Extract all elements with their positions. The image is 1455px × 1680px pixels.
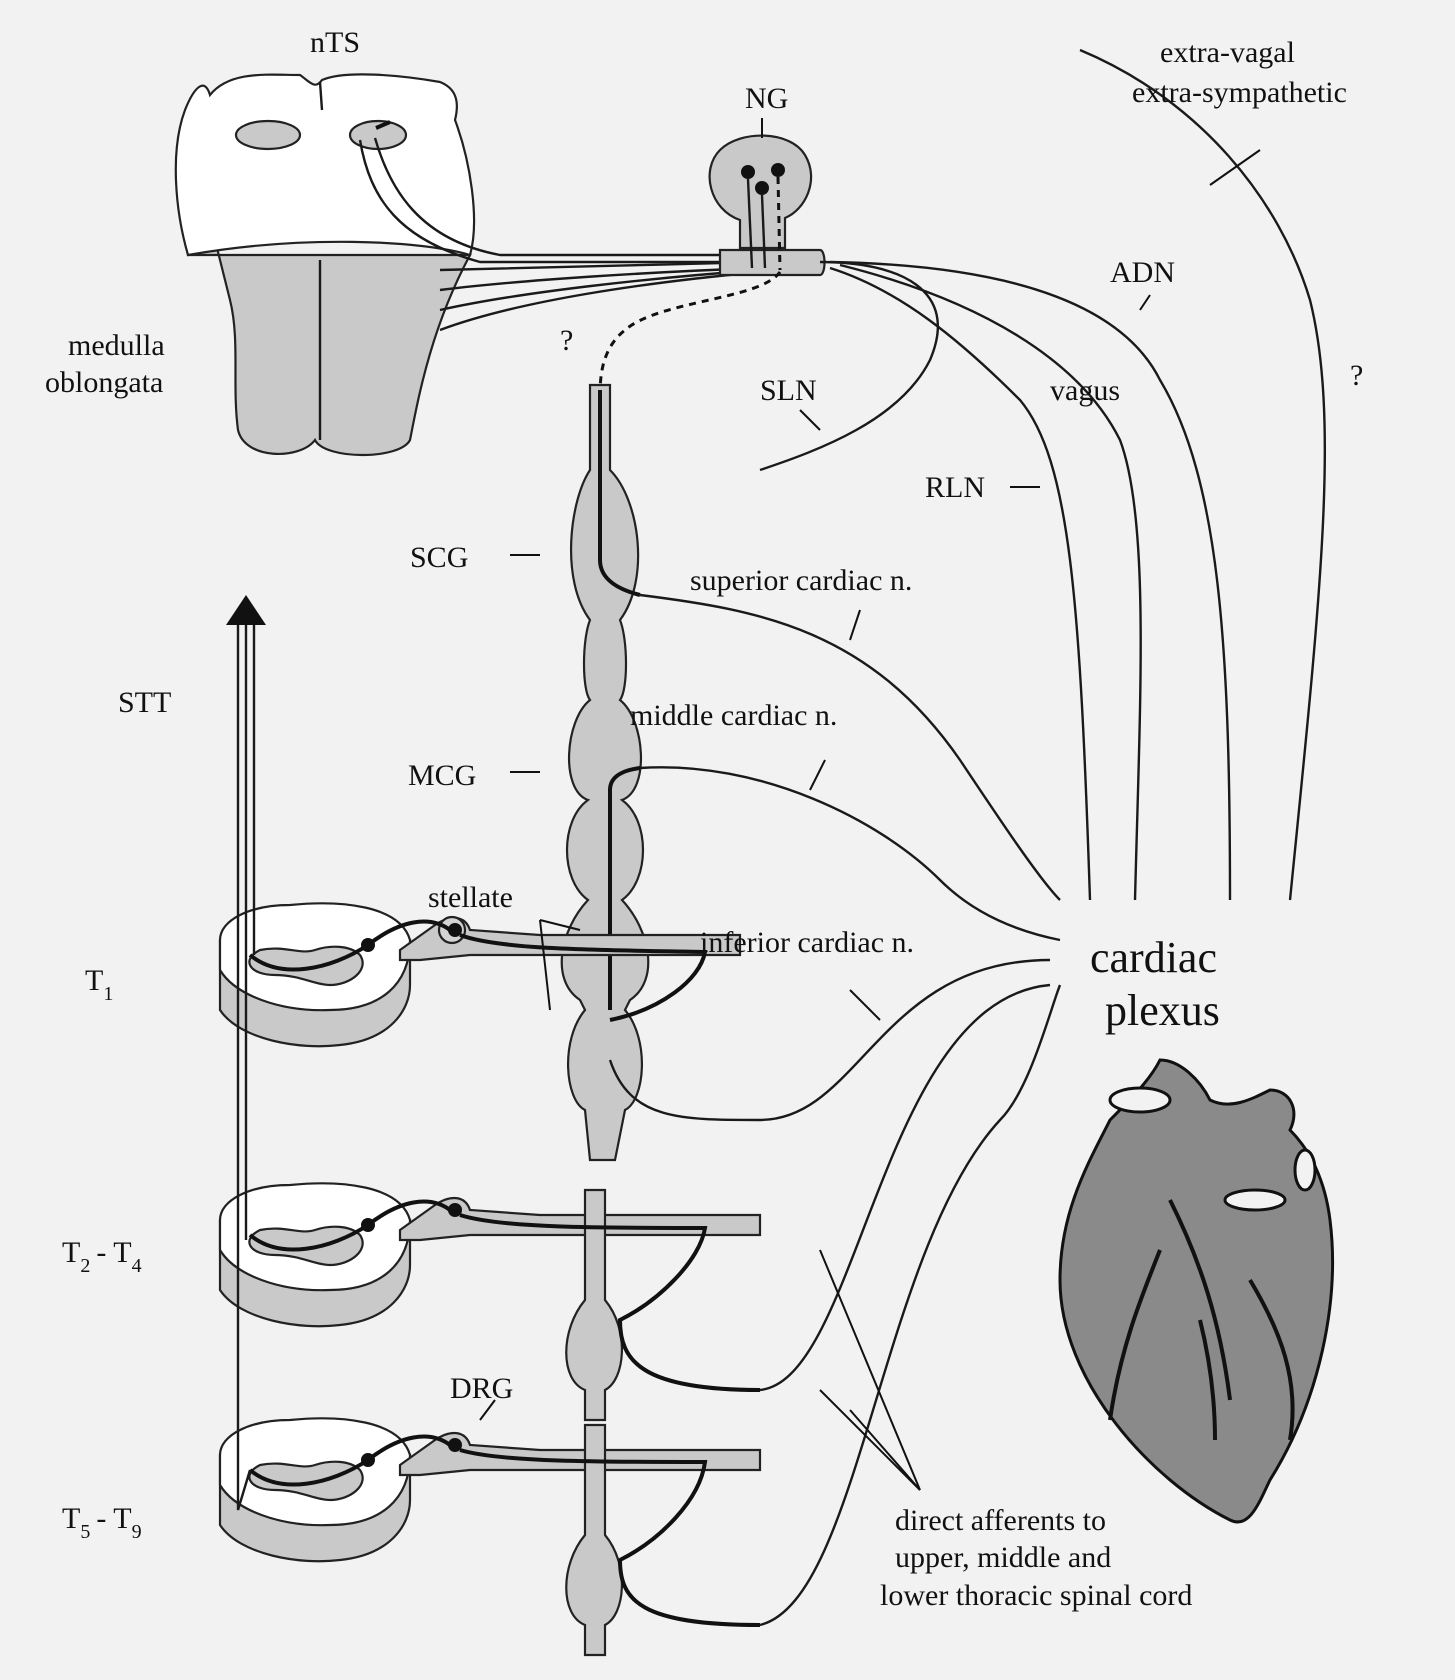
label-sln: SLN [760, 374, 817, 407]
t5-t9-segment [218, 1417, 762, 1657]
label-t2-t4: T2- T4 [62, 1236, 142, 1277]
nodose-ganglion [708, 118, 826, 277]
label-stellate: stellate [428, 881, 513, 914]
dashed-sympathetic-fiber [598, 271, 782, 401]
label-direct-line2: upper, middle and [895, 1541, 1111, 1574]
label-drg: DRG [450, 1372, 513, 1405]
label-adn: ADN [1110, 256, 1175, 289]
label-cardiac: cardiac [1090, 933, 1217, 982]
label-vagus: vagus [1050, 374, 1120, 407]
label-t5-t9: T5- T9 [62, 1502, 142, 1543]
t1-segment [218, 902, 742, 1048]
label-superior-cardiac: superior cardiac n. [690, 564, 912, 597]
label-medulla: medulla [68, 329, 165, 362]
label-extra-vagal: extra-vagal [1160, 36, 1295, 69]
label-scg: SCG [410, 541, 468, 574]
label-t1: T1 [85, 964, 113, 1005]
label-direct-line3: lower thoracic spinal cord [880, 1579, 1192, 1612]
label-oblongata: oblongata [45, 366, 163, 399]
direct-afferent-nerves [759, 983, 1062, 1627]
label-stt: STT [118, 686, 171, 719]
label-ng: NG [745, 82, 788, 115]
medulla-oblongata [174, 73, 790, 456]
leader-lines [479, 149, 1261, 1491]
heart-illustration [1058, 1058, 1334, 1524]
label-direct-line1: direct afferents to [895, 1504, 1106, 1537]
stt-tract [226, 595, 266, 1511]
label-question-right: ? [1350, 359, 1363, 392]
label-inferior-cardiac: inferior cardiac n. [700, 926, 914, 959]
label-rln: RLN [925, 471, 985, 504]
label-extra-sympathetic: extra-sympathetic [1132, 76, 1347, 109]
label-nts: nTS [310, 26, 360, 59]
label-question-left: ? [560, 324, 573, 357]
label-middle-cardiac: middle cardiac n. [630, 699, 837, 732]
label-plexus: plexus [1105, 986, 1220, 1035]
vagal-branches [759, 48, 1327, 901]
label-mcg: MCG [408, 759, 476, 792]
t2-t4-segment [218, 1182, 762, 1422]
sympathetic-chain [560, 383, 1061, 1162]
